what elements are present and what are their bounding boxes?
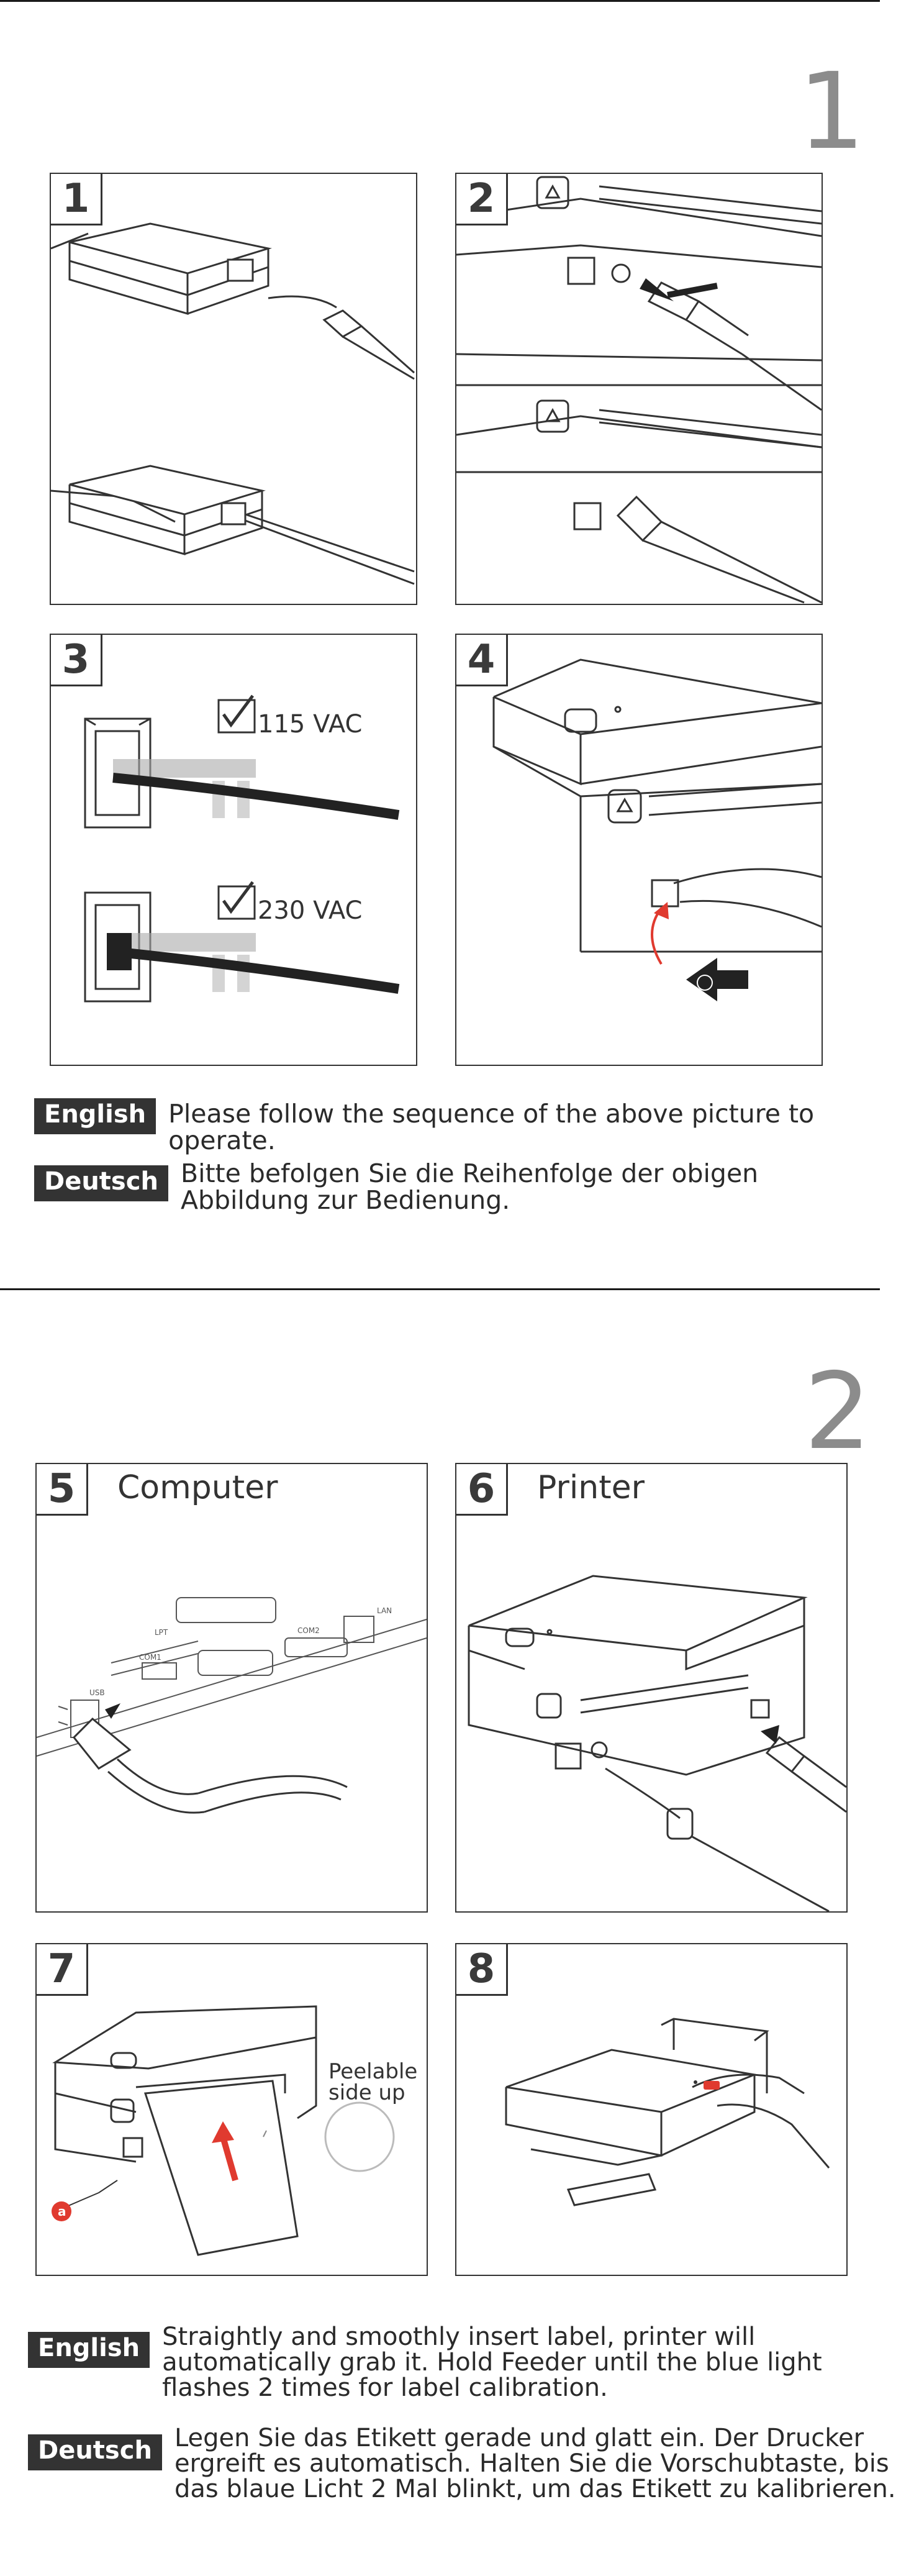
- instruction-english-2: English Straightly and smoothly insert l…: [28, 2324, 889, 2401]
- panel-title: Printer: [537, 1469, 645, 1506]
- instruction-text: Bitte befolgen Sie die Reihenfolge der o…: [180, 1158, 759, 1216]
- section-number-1: 1: [798, 50, 866, 173]
- instruction-english-1: English Please follow the sequence of th…: [34, 1098, 880, 1155]
- section-divider: [0, 1288, 880, 1290]
- marker-a: [52, 2201, 71, 2221]
- instruction-text: Legen Sie das Etikett gerade und glatt e…: [174, 2424, 896, 2504]
- language-tag-english: English: [28, 2332, 150, 2368]
- step-panel-1: 1: [50, 173, 417, 605]
- power-switch-illustration: [492, 658, 822, 1001]
- section-number-2: 2: [804, 1350, 872, 1473]
- instruction-text: Please follow the sequence of the above …: [168, 1099, 815, 1156]
- printer-power-connection-illustration: [456, 176, 822, 604]
- step-panel-5: 5 Computer LPT COM1 COM2 USB LAN: [35, 1463, 428, 1913]
- instruction-text: Straightly and smoothly insert label, pr…: [162, 2323, 822, 2403]
- port-label-com1: COM1: [139, 1653, 161, 1662]
- step-number: 1: [51, 174, 102, 225]
- step-number: 4: [456, 635, 508, 686]
- language-tag-deutsch: Deutsch: [28, 2434, 162, 2470]
- language-tag-deutsch: Deutsch: [34, 1165, 168, 1201]
- instruction-deutsch-1: Deutsch Bitte befolgen Sie die Reihenfol…: [34, 1160, 870, 1214]
- power-adapter-illustration: [50, 222, 415, 585]
- port-label-usb: USB: [89, 1688, 105, 1697]
- printer-usb-illustration: [468, 1575, 847, 1913]
- port-label-lan: LAN: [377, 1606, 392, 1615]
- port-label-lpt: LPT: [155, 1628, 168, 1637]
- step-number: 5: [37, 1464, 88, 1516]
- step-number: 2: [456, 174, 508, 225]
- step-panel-7: 7 a Peelable side up: [35, 1943, 428, 2276]
- feed-button-illustration: [505, 2018, 830, 2206]
- language-tag-english: English: [34, 1098, 156, 1134]
- voltage-label-230: 230 VAC: [258, 896, 362, 925]
- port-label-com2: COM2: [297, 1626, 320, 1635]
- insert-label-illustration: a Peelable side up: [52, 2005, 418, 2256]
- step-number: 3: [51, 635, 102, 686]
- step-panel-8: 8: [455, 1943, 848, 2276]
- peelable-callout: Peelable side up: [328, 2059, 418, 2105]
- computer-usb-illustration: LPT COM1 COM2 USB LAN: [36, 1597, 427, 1814]
- step-panel-2: 2: [455, 173, 823, 605]
- step-number: 7: [37, 1944, 88, 1996]
- voltage-label-115: 115 VAC: [258, 710, 362, 739]
- wall-socket-illustration: 115 VAC 230 VAC: [84, 694, 400, 1003]
- step-panel-6: 6 Printer: [455, 1463, 848, 1913]
- step-number: 6: [456, 1464, 508, 1516]
- instruction-deutsch-2: Deutsch Legen Sie das Etikett gerade und…: [28, 2424, 901, 2504]
- marker-a-label: a: [58, 2204, 66, 2219]
- step-panel-4: 4: [455, 634, 823, 1066]
- top-divider: [0, 0, 880, 2]
- step-number: 8: [456, 1944, 508, 1996]
- step-panel-3: 3 115 VAC 230 VAC: [50, 634, 417, 1066]
- panel-title: Computer: [117, 1469, 278, 1506]
